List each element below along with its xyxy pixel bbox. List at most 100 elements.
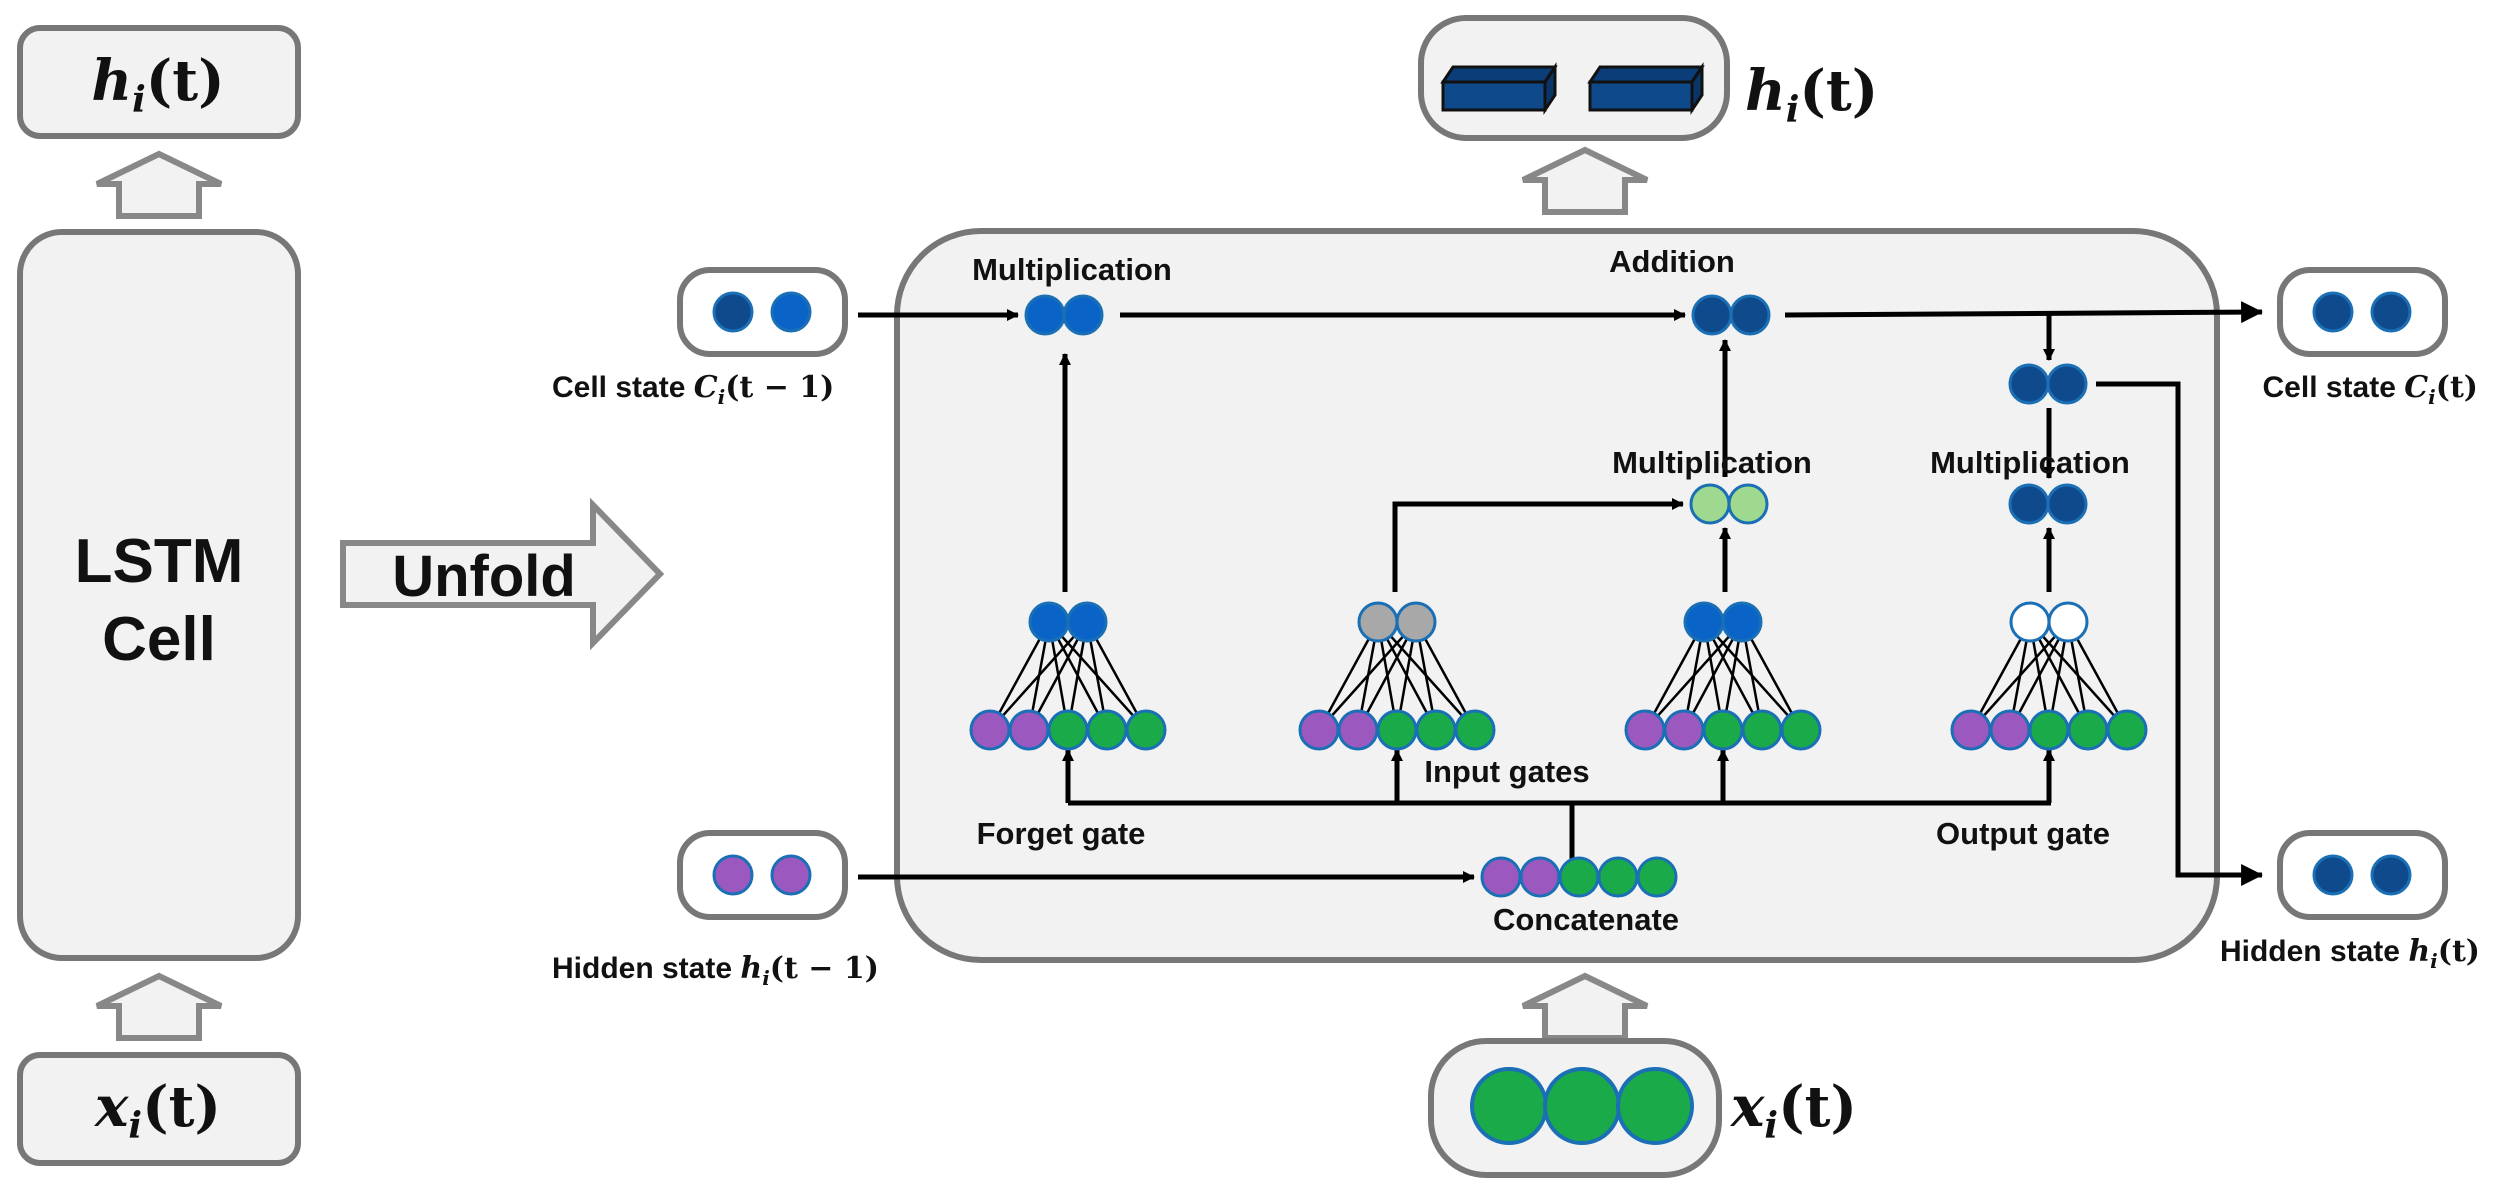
concatenate-node	[1480, 856, 1678, 898]
arrow-candidate-to-mult	[1392, 498, 1684, 592]
gate-connection	[1414, 621, 1477, 731]
gate-output-node	[1066, 601, 1108, 643]
gate-connection	[1318, 621, 1417, 731]
gate-input-node	[1950, 709, 1992, 751]
cell-state-prev: Cell state Ci(t − 1)	[552, 267, 848, 409]
forget-gate-network	[969, 601, 1167, 751]
gate-input-node	[1702, 709, 1744, 751]
left-input-box	[17, 1052, 301, 1166]
mult-output-label: Multiplication	[1930, 445, 2130, 480]
mult-input-label: Multiplication	[1612, 445, 1812, 480]
gate-output-node	[1028, 601, 1070, 643]
addition-label: Addition	[1609, 244, 1735, 279]
gate-input-node	[2028, 709, 2070, 751]
gate-input-node	[1780, 709, 1822, 751]
left-panel: hi(t) LSTM Cell xi(t)	[17, 25, 301, 1166]
hidden-state-out-label: Hidden state hi(t)	[2220, 934, 2480, 973]
gate-connection	[1317, 621, 1380, 731]
hidden-state-prev-box	[677, 830, 848, 920]
arrow-add-to-cell-out	[1784, 301, 2264, 324]
gate-input-node	[1298, 709, 1340, 751]
top-up-arrow	[1521, 146, 1649, 215]
hidden-state-out: Hidden state hi(t)	[2220, 830, 2480, 973]
connections	[858, 301, 2264, 886]
cell-state-out: Cell state Ci(t)	[2263, 267, 2478, 409]
x-input-node	[1543, 1067, 1621, 1145]
gate-connection	[989, 621, 1088, 731]
x-input-node	[1616, 1067, 1694, 1145]
top-output: hi(t)	[1418, 15, 1878, 215]
gate-input-node	[1047, 709, 1089, 751]
lstm-cell-label-2: Cell	[102, 605, 216, 674]
top-output-label: hi(t)	[1745, 58, 1878, 131]
gate-input-node	[1376, 709, 1418, 751]
gate-connection	[1643, 621, 1706, 731]
lstm-cell-box	[17, 229, 301, 961]
cell-state-out-box	[2277, 267, 2448, 357]
gate-input-node	[2106, 709, 2148, 751]
state-node	[712, 291, 754, 333]
x-input-label: xi(t)	[1730, 1074, 1857, 1147]
gate-input-node	[1125, 709, 1167, 751]
cell-state-prev-label: Cell state Ci(t − 1)	[552, 370, 834, 409]
mult-forget-node	[1024, 294, 1104, 336]
gate-input-node	[1454, 709, 1496, 751]
lstm-cell-label-1: LSTM	[75, 527, 244, 596]
gate-connection	[1085, 621, 1148, 731]
hidden-state-out-box	[2277, 830, 2448, 920]
gate-connection	[1970, 621, 2069, 731]
bottom-input: xi(t)	[1428, 972, 1857, 1178]
unfold-arrow: Unfold	[340, 497, 665, 651]
forget-gate-label: Forget gate	[977, 816, 1146, 851]
state-node	[770, 854, 812, 896]
gate-connection	[1644, 621, 1743, 731]
state-node	[2370, 291, 2412, 333]
gate-output-node	[1357, 601, 1399, 643]
left-up-arrow-bottom	[95, 972, 223, 1041]
left-input-label: xi(t)	[94, 1074, 221, 1147]
gate-connection	[1740, 621, 1803, 731]
output-block-icon	[1587, 62, 1705, 115]
output-block-icon	[1440, 62, 1558, 115]
left-up-arrow-top	[95, 150, 223, 219]
input-gate-candidate-network	[1298, 601, 1496, 751]
gate-input-node	[1741, 709, 1783, 751]
gate-input-node	[1337, 709, 1379, 751]
gate-input-node	[2067, 709, 2109, 751]
unfold-label: Unfold	[392, 544, 576, 609]
left-output-label: hi(t)	[91, 48, 224, 121]
tanh-cell-node	[2008, 363, 2088, 405]
input-gates-label: Input gates	[1424, 754, 1589, 789]
gate-output-node	[2009, 601, 2051, 643]
gate-output-node	[1683, 601, 1725, 643]
output-gate-network	[1950, 601, 2148, 751]
arrow-to-hidden-out	[2096, 381, 2264, 886]
gate-connection	[988, 621, 1051, 731]
gate-input-node	[1415, 709, 1457, 751]
cell-state-out-label: Cell state Ci(t)	[2263, 370, 2478, 409]
lstm-main-cell	[894, 228, 2220, 963]
gate-input-node	[1663, 709, 1705, 751]
gate-output-node	[1721, 601, 1763, 643]
gate-input-node	[1989, 709, 2031, 751]
x-input-node	[1470, 1067, 1548, 1145]
gate-output-node	[1395, 601, 1437, 643]
state-node	[2370, 854, 2412, 896]
state-node	[712, 854, 754, 896]
addition-node	[1691, 294, 1771, 336]
gate-input-node	[1008, 709, 1050, 751]
mult-forget-label: Multiplication	[972, 252, 1172, 287]
state-node	[2312, 291, 2354, 333]
gate-input-node	[1624, 709, 1666, 751]
bottom-up-arrow	[1521, 972, 1649, 1041]
output-gate-label: Output gate	[1936, 816, 2110, 851]
left-output-box	[17, 25, 301, 139]
gate-input-node	[969, 709, 1011, 751]
gate-connection	[2066, 621, 2129, 731]
gate-input-node	[1086, 709, 1128, 751]
state-node	[770, 291, 812, 333]
hidden-state-prev: Hidden state hi(t − 1)	[552, 830, 879, 990]
gate-output-node	[2047, 601, 2089, 643]
gate-connection	[1969, 621, 2032, 731]
